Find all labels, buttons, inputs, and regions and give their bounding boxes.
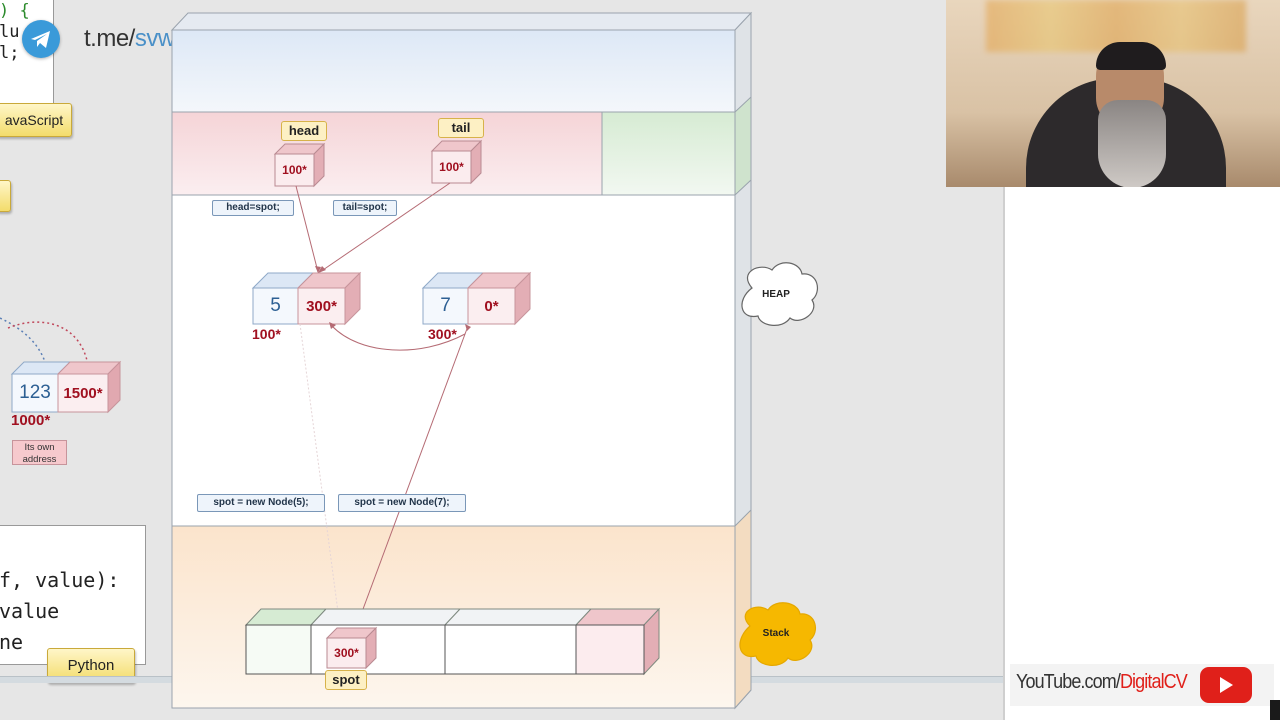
youtube-banner[interactable]: YouTube.com/DigitalCV — [1010, 664, 1274, 706]
node2-value: 7 — [440, 295, 451, 316]
code-new-node5: spot = new Node(5); — [197, 494, 325, 512]
code-panel-bottom: f, value): value ne — [0, 525, 146, 665]
person-beard — [1098, 100, 1166, 187]
spot-value: 300* — [334, 646, 359, 660]
code-line: lu — [0, 22, 20, 42]
left-node-next: 1500* — [63, 385, 103, 402]
node1-address: 100* — [252, 326, 281, 342]
telegram-prefix: t.me/ — [84, 25, 135, 52]
corner-arrow-icon — [1270, 700, 1280, 720]
code-head-assign: head=spot; — [212, 200, 294, 216]
node2-address: 300* — [428, 326, 457, 342]
javascript-button[interactable]: avaScript — [0, 103, 72, 137]
memory-diagram — [170, 11, 819, 710]
address-note: Its own address — [12, 440, 67, 465]
code-line: l; — [0, 43, 20, 63]
code-tail-assign: tail=spot; — [333, 200, 397, 216]
head-label: head — [281, 121, 327, 141]
left-node-address: 1000* — [11, 412, 51, 429]
code-line: ) { — [0, 1, 30, 21]
code-line: ne — [0, 630, 24, 654]
node2-next: 0* — [484, 298, 499, 315]
head-value: 100* — [282, 163, 307, 177]
left-node-diagram — [0, 317, 122, 414]
left-node-value: 123 — [19, 382, 51, 403]
webcam-video — [946, 0, 1280, 187]
youtube-icon[interactable] — [1200, 667, 1252, 703]
person-cap — [1096, 42, 1166, 70]
tail-value: 100* — [439, 160, 464, 174]
spot-label: spot — [325, 670, 367, 690]
code-new-node7: spot = new Node(7); — [338, 494, 466, 512]
node1-value: 5 — [270, 295, 281, 316]
node1-next: 300* — [306, 298, 337, 315]
heap-label: HEAP — [762, 289, 790, 300]
stack-label: Stack — [762, 628, 790, 639]
right-canvas — [1003, 187, 1280, 720]
youtube-text: YouTube.com/DigitalCV — [1016, 671, 1188, 694]
code-line: value — [0, 599, 60, 623]
youtube-prefix: YouTube.com/ — [1016, 671, 1121, 693]
tail-label: tail — [438, 118, 484, 138]
side-tab[interactable] — [0, 180, 11, 212]
code-line: f, value): — [0, 568, 120, 592]
telegram-icon[interactable] — [22, 20, 60, 58]
youtube-handle: DigitalCV — [1119, 671, 1188, 693]
